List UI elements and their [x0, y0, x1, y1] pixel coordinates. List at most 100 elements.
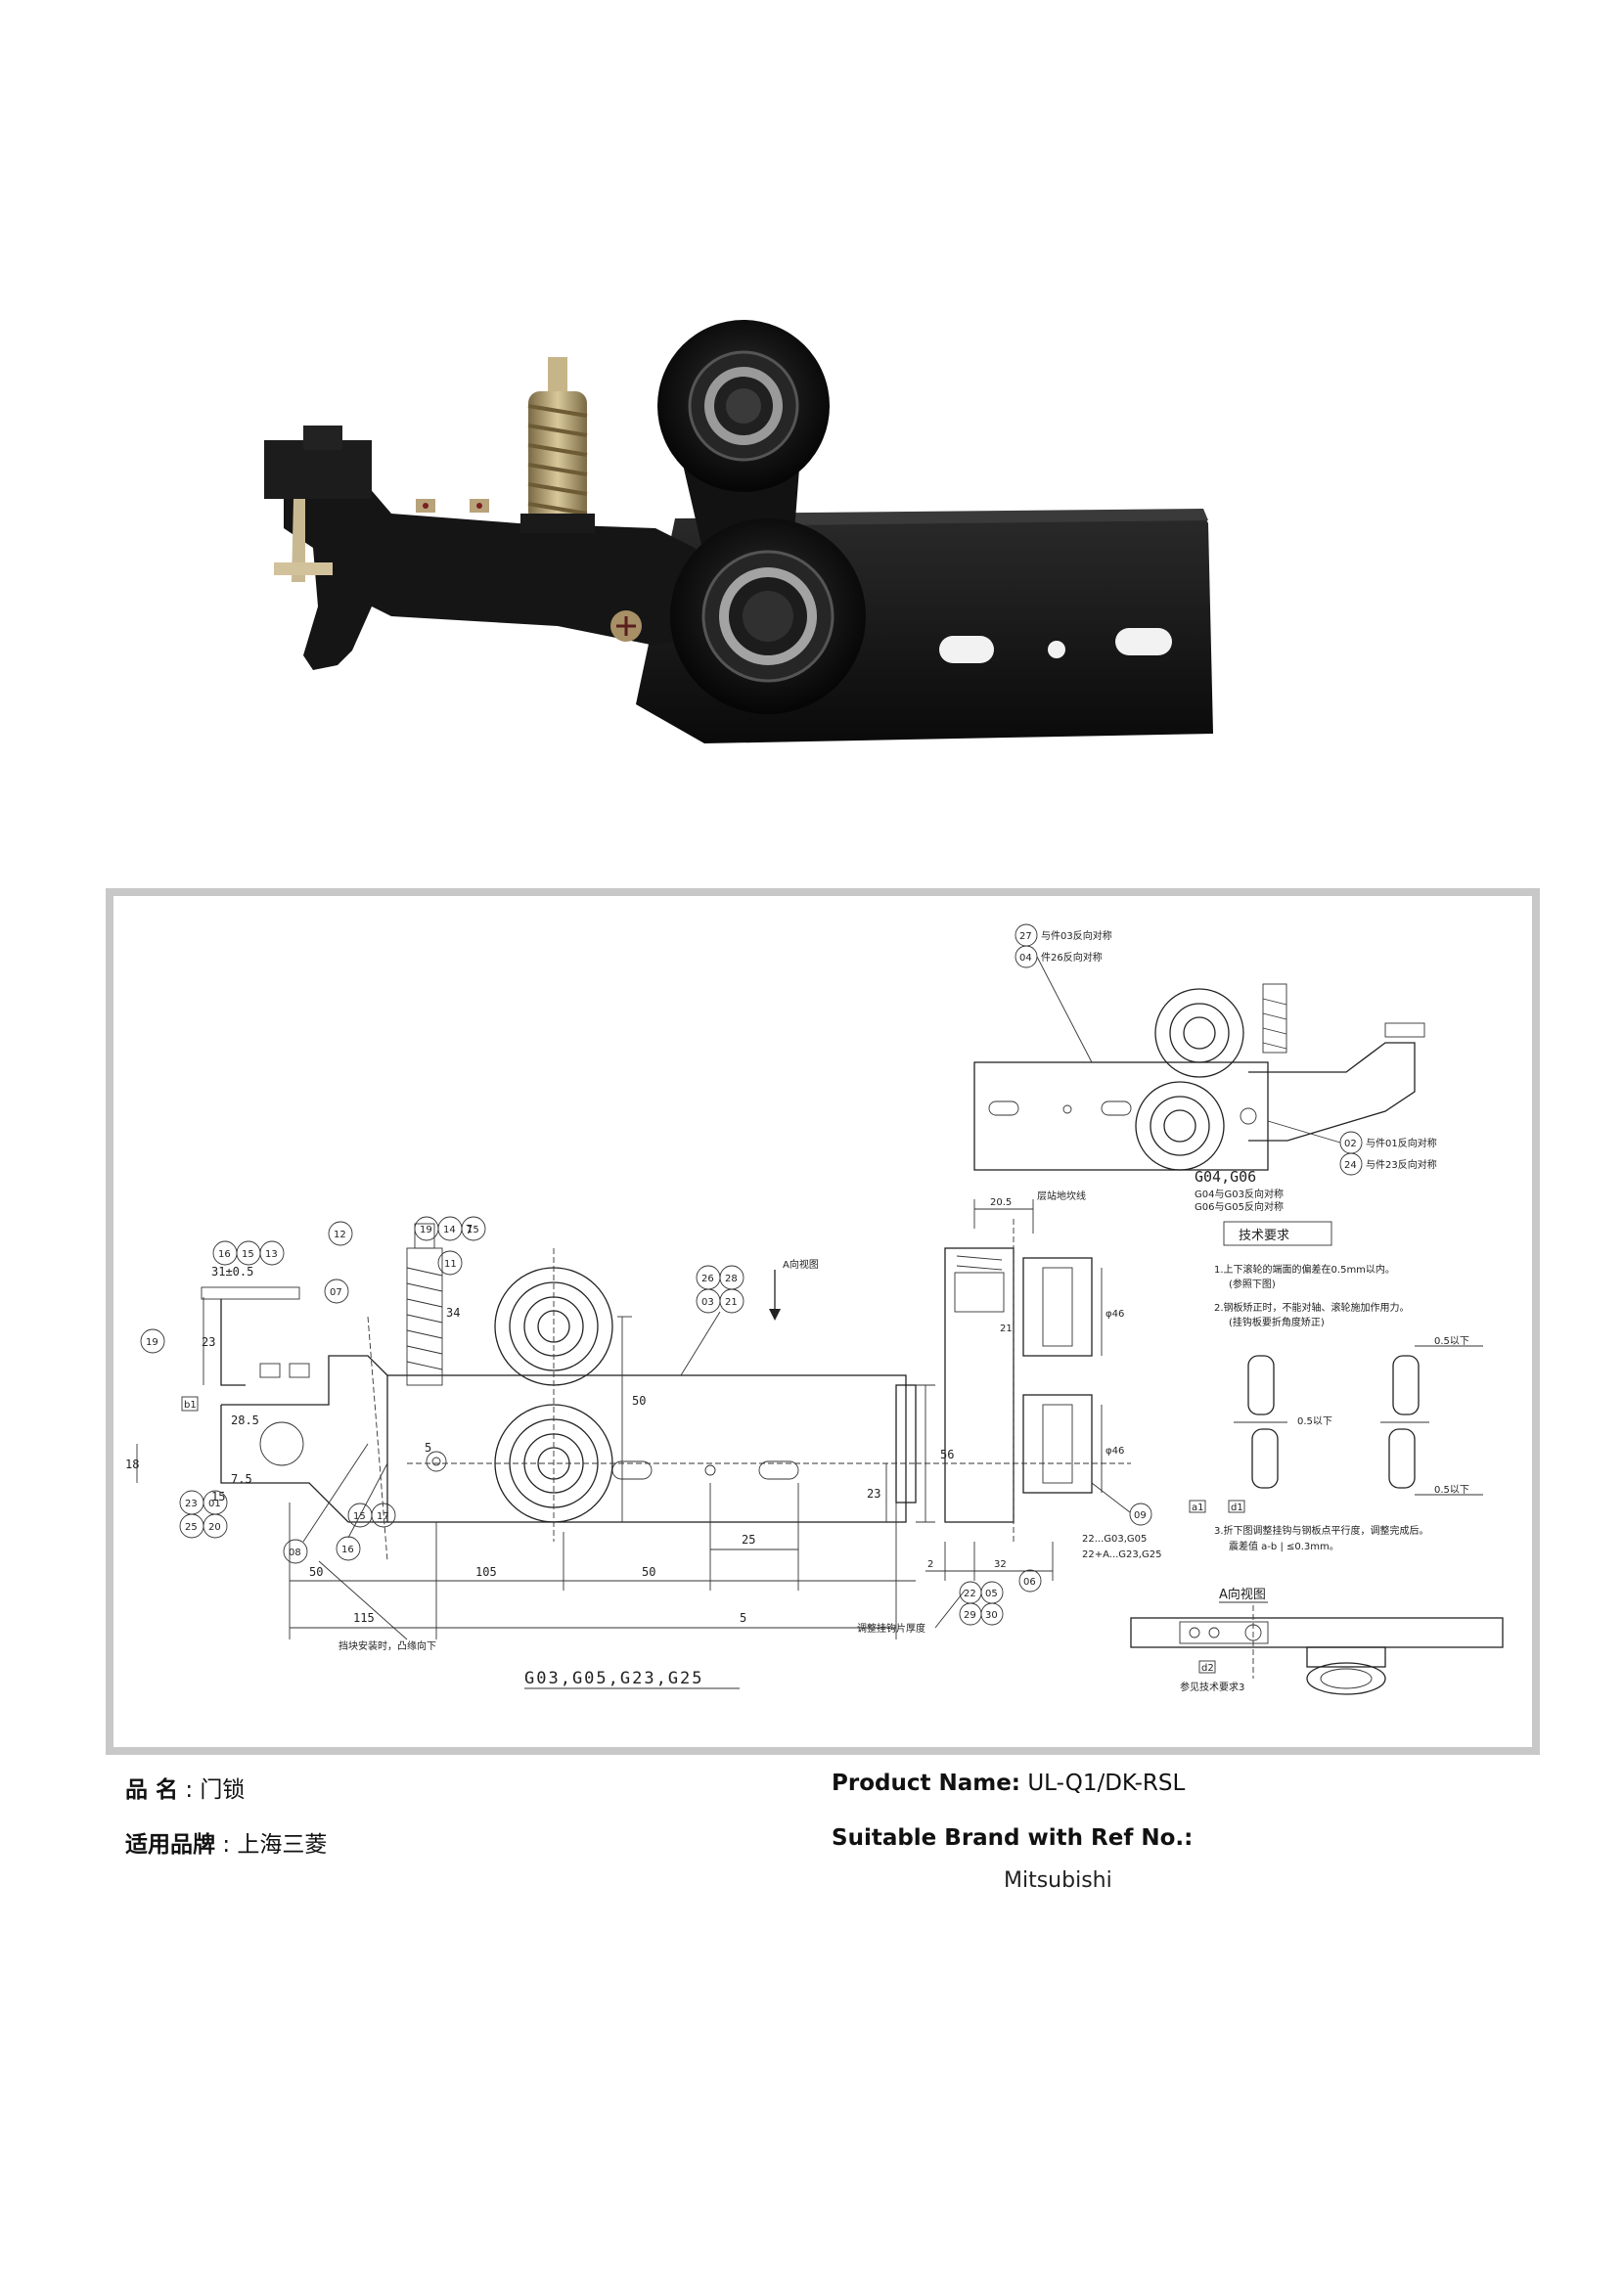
right-view-subnote: G04与G03反向对称 [1195, 1188, 1284, 1200]
dim-label: 50 [309, 1565, 323, 1579]
callout: 09 [1134, 1510, 1147, 1521]
cn-suitable-brand: 适用品牌 : 上海三菱 [125, 1825, 327, 1859]
cn-product-name: 品 名 : 门锁 [125, 1771, 245, 1804]
callout: 17 [377, 1511, 389, 1522]
left-view-caption: G03,G05,G23,G25 [524, 1669, 704, 1688]
a-view-title: A向视图 [1219, 1587, 1266, 1602]
callout-note: 与件23反向对称 [1366, 1158, 1437, 1171]
a-view: A向视图 d2 参见技术要求3 [1130, 1587, 1504, 1695]
callout: 13 [265, 1249, 278, 1260]
callout: 14 [443, 1225, 456, 1235]
dim-label: 20.5 [990, 1197, 1012, 1208]
bottom-note: 调整挂钩片厚度 [857, 1622, 925, 1635]
callout: 28 [725, 1274, 738, 1284]
product-photo [245, 313, 1223, 773]
callout: 15 [242, 1249, 254, 1260]
left-callouts [140, 1216, 744, 1640]
callout: 01 [208, 1499, 221, 1509]
tech-req-item: 1.上下滚轮的端面的偏差在0.5mm以内。 [1214, 1263, 1395, 1276]
dim-label: 5 [740, 1611, 746, 1625]
callout: 22 [964, 1589, 976, 1599]
dim-label: 2 [927, 1559, 933, 1570]
box-label: d2 [1201, 1663, 1214, 1674]
tech-req-item: 3.折下图调整挂钩与钢板点平行度，调整完成后。 [1214, 1524, 1429, 1537]
combo-label: 22+A...G23,G25 [1082, 1549, 1161, 1560]
door-lock-illustration [264, 320, 1213, 743]
callout-note: 与件03反向对称 [1041, 929, 1112, 942]
callout: 02 [1344, 1139, 1357, 1149]
dim-label: φ46 [1105, 1309, 1124, 1320]
dim-label: 5 [425, 1441, 431, 1455]
left-assembly-view: 50 105 50 25 115 5 56 23 50 34 7 31±0.5 … [125, 1216, 954, 1689]
dim-label: 23 [867, 1487, 880, 1501]
callout: 05 [985, 1589, 998, 1599]
callout: 08 [289, 1548, 301, 1558]
dim-label: φ46 [1105, 1446, 1124, 1457]
technical-drawing-frame: 50 105 50 25 115 5 56 23 50 34 7 31±0.5 … [106, 888, 1540, 1755]
callout: 19 [420, 1225, 432, 1235]
dim-label: 50 [642, 1565, 655, 1579]
callout: 16 [341, 1545, 354, 1555]
dim-label: 105 [475, 1565, 497, 1579]
side-section-view: 20.5 层站地坎线 21 φ46 φ46 2 32 22...G03,G05 … [857, 1189, 1161, 1635]
dim-label: 0.5以下 [1434, 1336, 1469, 1347]
cn-brand-label: 适用品牌 [125, 1832, 215, 1858]
en-suitable-brand: Suitable Brand with Ref No.: [832, 1825, 1193, 1851]
dim-label: 115 [353, 1611, 375, 1625]
callout-note: 与件01反向对称 [1366, 1137, 1437, 1149]
dim-label: 23 [202, 1335, 215, 1349]
callout: 20 [208, 1522, 221, 1533]
cn-separator: : [222, 1832, 231, 1858]
callout-note: 件26反向对称 [1041, 951, 1103, 964]
tech-requirements: 技术要求 1.上下滚轮的端面的偏差在0.5mm以内。 (参照下图) 2.钢板矫正… [1189, 1221, 1483, 1552]
callout: 06 [1023, 1577, 1036, 1588]
dim-label: 28.5 [231, 1414, 259, 1427]
dim-label: 25 [742, 1533, 755, 1547]
cn-name-label: 品 名 [125, 1777, 179, 1803]
callout: 12 [334, 1230, 346, 1240]
right-view-subnote: G06与G05反向对称 [1195, 1200, 1284, 1213]
callout: 07 [330, 1287, 342, 1298]
cn-name-value: 门锁 [200, 1777, 246, 1803]
callout: 27 [1019, 931, 1032, 942]
callout: 11 [444, 1259, 457, 1270]
left-callout-labels: 16 15 13 19 12 07 19 14 15 11 08 16 15 1… [146, 1225, 738, 1558]
cn-separator: : [185, 1777, 194, 1803]
en-name-label: Product Name: [832, 1771, 1021, 1796]
box-label: a1 [1192, 1503, 1204, 1513]
technical-drawing: 50 105 50 25 115 5 56 23 50 34 7 31±0.5 … [125, 923, 1504, 1695]
dim-label: 34 [446, 1306, 460, 1320]
dim-label: 18 [125, 1458, 139, 1471]
box-label: b1 [184, 1400, 197, 1411]
tech-req-item: (挂钩板要折角度矫正) [1229, 1316, 1325, 1328]
callout: 19 [146, 1337, 158, 1348]
callout: 15 [353, 1511, 366, 1522]
left-plate-outline [386, 1374, 907, 1523]
a-view-note: 参见技术要求3 [1180, 1681, 1244, 1693]
dim-label: 21 [1000, 1324, 1013, 1334]
en-brand-value: Mitsubishi [1004, 1868, 1112, 1893]
dim-label: 0.5以下 [1297, 1416, 1332, 1427]
callout: 23 [185, 1499, 198, 1509]
tech-req-item: 震差值 a-b | ≤0.3mm。 [1229, 1540, 1339, 1552]
dim-label: 50 [632, 1394, 646, 1408]
callout: 29 [964, 1610, 976, 1621]
callout: 25 [185, 1522, 198, 1533]
callout: 15 [467, 1225, 479, 1235]
callout: 30 [985, 1610, 998, 1621]
dim-label: 0.5以下 [1434, 1485, 1469, 1496]
dim-label: 56 [940, 1448, 954, 1461]
tech-req-item: 2.钢板矫正时，不能对轴、滚轮施加作用力。 [1214, 1301, 1410, 1314]
combo-label: 22...G03,G05 [1082, 1534, 1147, 1545]
left-assembly-note: 挡块安装时，凸缘向下 [338, 1639, 436, 1652]
callout: 04 [1019, 953, 1032, 964]
cn-brand-value: 上海三菱 [237, 1832, 328, 1858]
a-view-arrow-label: A向视图 [783, 1258, 819, 1271]
box-label: d1 [1231, 1503, 1243, 1513]
right-view-caption: G04,G06 [1195, 1168, 1256, 1186]
dim-label: 7 [466, 1223, 473, 1236]
dim-label: 31±0.5 [211, 1265, 253, 1279]
tech-req-item: (参照下图) [1229, 1278, 1276, 1290]
en-brand-label: Suitable Brand with Ref No.: [832, 1825, 1194, 1851]
dim-label: 32 [994, 1559, 1007, 1570]
